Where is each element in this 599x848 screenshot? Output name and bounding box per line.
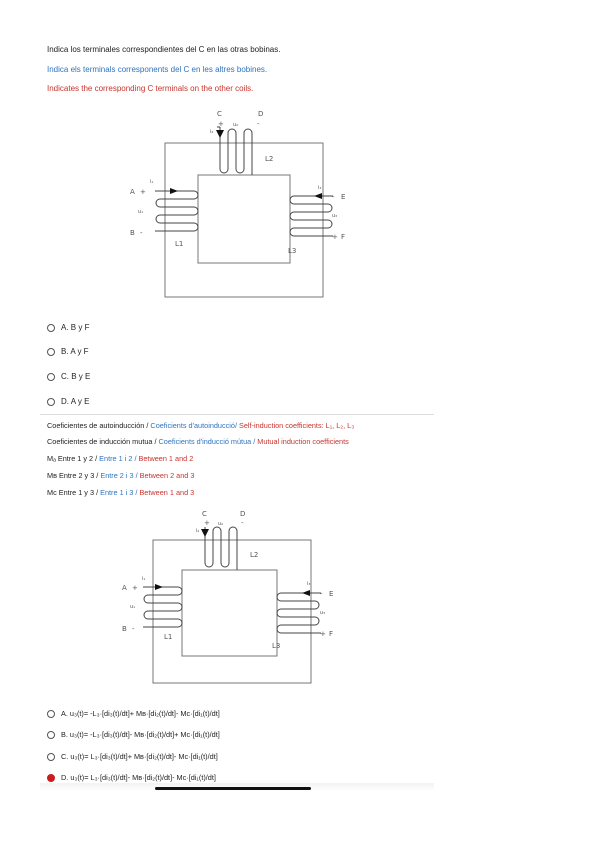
svg-text:u₂: u₂ bbox=[233, 122, 238, 128]
svg-text:u₁: u₁ bbox=[138, 209, 143, 215]
svg-text:+: + bbox=[320, 630, 326, 638]
question-text-es: Indica los terminales correspondientes d… bbox=[47, 45, 281, 54]
coil-l3-label: L3 bbox=[288, 247, 296, 255]
option-label: D. A y E bbox=[61, 397, 90, 406]
svg-text:L2: L2 bbox=[250, 551, 258, 559]
svg-text:L1: L1 bbox=[164, 633, 172, 641]
option-d[interactable]: D. A y E bbox=[47, 397, 89, 406]
radio-button-selected[interactable] bbox=[47, 773, 55, 782]
option-label: C. u₃(t)= L₃·[di₃(t)/dt]+ Mʙ·[di₂(t)/dt]… bbox=[61, 752, 218, 761]
option-b[interactable]: B. A y F bbox=[47, 347, 89, 356]
svg-text:+: + bbox=[140, 188, 146, 196]
svg-text:-: - bbox=[140, 229, 143, 237]
svg-text:-: - bbox=[241, 519, 244, 527]
svg-text:i₂: i₂ bbox=[196, 528, 199, 534]
question-text-en: Indicates the corresponding C terminals … bbox=[47, 84, 254, 93]
svg-text:E: E bbox=[329, 590, 333, 598]
info-self-induction: Coeficientes de autoinducción /Coeficien… bbox=[47, 421, 355, 430]
radio-button[interactable] bbox=[47, 397, 55, 406]
svg-text:-: - bbox=[332, 193, 335, 201]
option-label: A. B y F bbox=[61, 323, 90, 332]
transformer-diagram-1: C D + u₂ - i₂ L2 A + i₁ u₁ B - L1 i₃ - E… bbox=[130, 110, 345, 298]
terminal-b: B bbox=[130, 229, 135, 237]
option-c[interactable]: C. B y E bbox=[47, 372, 90, 381]
option-b-formula[interactable]: B. u₃(t)= -L₃·[di₃(t)/dt]- Mʙ·[di₂(t)/dt… bbox=[47, 730, 220, 739]
svg-text:F: F bbox=[329, 630, 333, 638]
svg-text:+: + bbox=[132, 584, 138, 592]
svg-text:+: + bbox=[218, 120, 224, 128]
radio-button[interactable] bbox=[47, 730, 55, 739]
info-mb: Mʙ Entre 2 y 3 /Entre 2 i 3 /Between 2 a… bbox=[47, 471, 195, 480]
svg-text:i₃: i₃ bbox=[318, 185, 321, 191]
option-a[interactable]: A. B y F bbox=[47, 323, 89, 332]
svg-text:-: - bbox=[320, 590, 323, 598]
radio-button[interactable] bbox=[47, 752, 55, 761]
option-label: A. u₃(t)= -L₃·[di₃(t)/dt]+ Mʙ·[di₂(t)/dt… bbox=[61, 709, 220, 718]
svg-text:+: + bbox=[332, 233, 338, 241]
info-ma: Mₐ Entre 1 y 2 /Entre 1 i 2 /Between 1 a… bbox=[47, 454, 194, 463]
question-text-ca: Indica els terminals corresponents del C… bbox=[47, 65, 268, 74]
svg-text:A: A bbox=[122, 584, 127, 592]
coil-l2-label: L2 bbox=[265, 155, 273, 163]
svg-text:L3: L3 bbox=[272, 642, 280, 650]
terminal-e: E bbox=[341, 193, 345, 201]
svg-text:C: C bbox=[202, 510, 207, 518]
svg-text:+: + bbox=[204, 519, 210, 527]
svg-text:D: D bbox=[240, 510, 245, 518]
terminal-c: C bbox=[217, 110, 222, 118]
svg-text:u₁: u₁ bbox=[130, 604, 135, 610]
radio-button[interactable] bbox=[47, 347, 55, 356]
svg-text:u₂: u₂ bbox=[218, 521, 223, 527]
home-indicator[interactable] bbox=[155, 787, 311, 790]
option-label: D. u₃(t)= L₃·[di₃(t)/dt]- Mʙ·[di₂(t)/dt]… bbox=[61, 773, 216, 782]
option-label: B. u₃(t)= -L₃·[di₃(t)/dt]- Mʙ·[di₂(t)/dt… bbox=[61, 730, 220, 739]
svg-text:u₃: u₃ bbox=[320, 610, 325, 616]
terminal-d: D bbox=[258, 110, 263, 118]
coil-l1-label: L1 bbox=[175, 240, 183, 248]
svg-text:i₂: i₂ bbox=[210, 129, 213, 135]
info-mc: Mᴄ Entre 1 y 3 /Entre 1 i 3 /Between 1 a… bbox=[47, 488, 195, 497]
option-label: C. B y E bbox=[61, 372, 91, 381]
option-c-formula[interactable]: C. u₃(t)= L₃·[di₃(t)/dt]+ Mʙ·[di₂(t)/dt]… bbox=[47, 752, 218, 761]
svg-text:i₁: i₁ bbox=[142, 576, 145, 582]
terminal-f: F bbox=[341, 233, 345, 241]
option-d-formula[interactable]: D. u₃(t)= L₃·[di₃(t)/dt]- Mʙ·[di₂(t)/dt]… bbox=[47, 773, 216, 782]
divider bbox=[40, 414, 434, 415]
svg-text:-: - bbox=[132, 625, 135, 633]
option-label: B. A y F bbox=[61, 347, 89, 356]
option-a-formula[interactable]: A. u₃(t)= -L₃·[di₃(t)/dt]+ Mʙ·[di₂(t)/dt… bbox=[47, 709, 220, 718]
transformer-diagram-2: C D + u₂ - i₂ L2 A + i₁ u₁ B - L1 i₃ - E… bbox=[122, 510, 333, 684]
terminal-a: A bbox=[130, 188, 135, 196]
svg-text:u₃: u₃ bbox=[332, 213, 337, 219]
svg-text:i₃: i₃ bbox=[307, 581, 310, 587]
radio-button[interactable] bbox=[47, 709, 55, 718]
radio-button[interactable] bbox=[47, 323, 55, 332]
radio-button[interactable] bbox=[47, 372, 55, 381]
svg-text:B: B bbox=[122, 625, 127, 633]
svg-text:i₁: i₁ bbox=[150, 179, 153, 185]
svg-text:-: - bbox=[257, 120, 260, 128]
info-mutual-induction: Coeficientes de inducción mutua /Coefici… bbox=[47, 437, 349, 446]
